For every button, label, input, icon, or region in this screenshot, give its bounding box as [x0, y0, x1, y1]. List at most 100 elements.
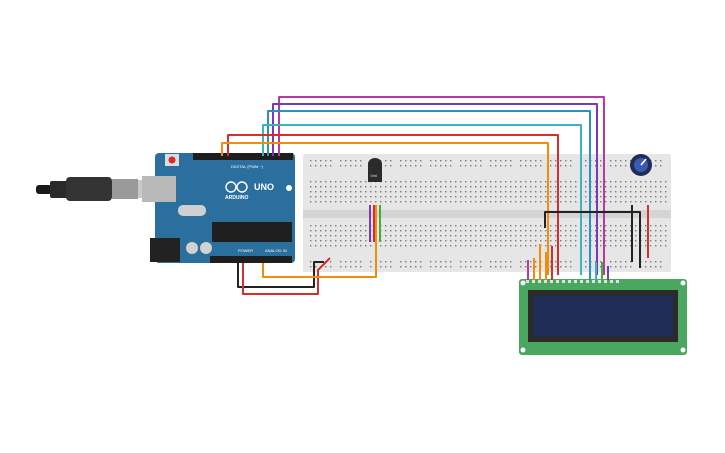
- breadboard-hole[interactable]: [340, 261, 342, 263]
- breadboard-hole[interactable]: [655, 225, 657, 227]
- breadboard-hole[interactable]: [610, 191, 612, 193]
- breadboard-hole[interactable]: [355, 230, 357, 232]
- breadboard-hole[interactable]: [555, 165, 557, 167]
- breadboard-hole[interactable]: [330, 245, 332, 247]
- breadboard-hole[interactable]: [665, 240, 667, 242]
- breadboard-hole[interactable]: [360, 160, 362, 162]
- breadboard-hole[interactable]: [385, 165, 387, 167]
- breadboard-hole[interactable]: [385, 266, 387, 268]
- breadboard-hole[interactable]: [360, 261, 362, 263]
- breadboard-hole[interactable]: [495, 186, 497, 188]
- breadboard-hole[interactable]: [360, 245, 362, 247]
- breadboard-hole[interactable]: [500, 266, 502, 268]
- breadboard-hole[interactable]: [525, 201, 527, 203]
- breadboard-hole[interactable]: [615, 165, 617, 167]
- breadboard-hole[interactable]: [490, 261, 492, 263]
- breadboard-hole[interactable]: [370, 186, 372, 188]
- breadboard-hole[interactable]: [410, 240, 412, 242]
- lcd-pin[interactable]: [544, 280, 547, 283]
- breadboard-hole[interactable]: [575, 240, 577, 242]
- breadboard-hole[interactable]: [330, 165, 332, 167]
- breadboard-hole[interactable]: [555, 160, 557, 162]
- breadboard-hole[interactable]: [520, 245, 522, 247]
- wire-red-bottom[interactable]: [242, 257, 331, 295]
- breadboard-hole[interactable]: [475, 165, 477, 167]
- breadboard-hole[interactable]: [630, 245, 632, 247]
- breadboard-hole[interactable]: [600, 191, 602, 193]
- breadboard-hole[interactable]: [650, 245, 652, 247]
- breadboard-hole[interactable]: [320, 201, 322, 203]
- breadboard-hole[interactable]: [575, 230, 577, 232]
- arduino-board[interactable]: UNO ARDUINO DIGITAL (PWM ~) POWER ANALOG…: [142, 153, 295, 263]
- breadboard-hole[interactable]: [450, 201, 452, 203]
- breadboard-hole[interactable]: [530, 245, 532, 247]
- reset-button[interactable]: [168, 156, 176, 164]
- breadboard-hole[interactable]: [415, 160, 417, 162]
- breadboard-hole[interactable]: [320, 181, 322, 183]
- breadboard-hole[interactable]: [565, 266, 567, 268]
- breadboard-hole[interactable]: [660, 191, 662, 193]
- breadboard-hole[interactable]: [530, 165, 532, 167]
- breadboard-hole[interactable]: [440, 191, 442, 193]
- breadboard-hole[interactable]: [510, 245, 512, 247]
- breadboard-hole[interactable]: [560, 201, 562, 203]
- breadboard-hole[interactable]: [390, 181, 392, 183]
- breadboard-hole[interactable]: [470, 240, 472, 242]
- breadboard-hole[interactable]: [480, 191, 482, 193]
- breadboard-hole[interactable]: [385, 235, 387, 237]
- breadboard-hole[interactable]: [465, 245, 467, 247]
- breadboard-hole[interactable]: [350, 261, 352, 263]
- breadboard-hole[interactable]: [570, 261, 572, 263]
- breadboard-hole[interactable]: [440, 240, 442, 242]
- breadboard-hole[interactable]: [665, 201, 667, 203]
- breadboard-hole[interactable]: [470, 181, 472, 183]
- breadboard-hole[interactable]: [625, 230, 627, 232]
- breadboard-hole[interactable]: [405, 165, 407, 167]
- breadboard-hole[interactable]: [620, 240, 622, 242]
- breadboard-hole[interactable]: [345, 261, 347, 263]
- usb-cable[interactable]: [36, 177, 146, 201]
- breadboard-hole[interactable]: [490, 186, 492, 188]
- breadboard-hole[interactable]: [625, 266, 627, 268]
- breadboard-hole[interactable]: [385, 186, 387, 188]
- breadboard-hole[interactable]: [645, 230, 647, 232]
- breadboard-hole[interactable]: [365, 245, 367, 247]
- breadboard-hole[interactable]: [545, 240, 547, 242]
- breadboard-hole[interactable]: [430, 186, 432, 188]
- breadboard-hole[interactable]: [415, 181, 417, 183]
- breadboard-hole[interactable]: [360, 201, 362, 203]
- breadboard-hole[interactable]: [600, 186, 602, 188]
- breadboard-hole[interactable]: [475, 261, 477, 263]
- breadboard-hole[interactable]: [435, 245, 437, 247]
- breadboard-hole[interactable]: [340, 225, 342, 227]
- lcd-pin[interactable]: [574, 280, 577, 283]
- breadboard-hole[interactable]: [490, 230, 492, 232]
- breadboard-hole[interactable]: [420, 266, 422, 268]
- breadboard-hole[interactable]: [615, 240, 617, 242]
- breadboard-hole[interactable]: [565, 235, 567, 237]
- breadboard-hole[interactable]: [515, 230, 517, 232]
- breadboard-hole[interactable]: [660, 165, 662, 167]
- breadboard-hole[interactable]: [650, 191, 652, 193]
- breadboard-hole[interactable]: [475, 186, 477, 188]
- breadboard-hole[interactable]: [620, 160, 622, 162]
- breadboard-hole[interactable]: [565, 165, 567, 167]
- breadboard-hole[interactable]: [410, 191, 412, 193]
- breadboard-hole[interactable]: [400, 225, 402, 227]
- breadboard-hole[interactable]: [345, 186, 347, 188]
- breadboard-hole[interactable]: [525, 181, 527, 183]
- breadboard-hole[interactable]: [320, 235, 322, 237]
- breadboard-hole[interactable]: [545, 235, 547, 237]
- breadboard-hole[interactable]: [500, 235, 502, 237]
- breadboard-hole[interactable]: [330, 261, 332, 263]
- breadboard-hole[interactable]: [545, 245, 547, 247]
- breadboard-hole[interactable]: [660, 196, 662, 198]
- breadboard-hole[interactable]: [335, 245, 337, 247]
- breadboard-hole[interactable]: [500, 240, 502, 242]
- breadboard-hole[interactable]: [520, 181, 522, 183]
- breadboard-hole[interactable]: [330, 186, 332, 188]
- breadboard-hole[interactable]: [400, 230, 402, 232]
- breadboard-hole[interactable]: [345, 181, 347, 183]
- breadboard-hole[interactable]: [365, 201, 367, 203]
- breadboard-hole[interactable]: [445, 261, 447, 263]
